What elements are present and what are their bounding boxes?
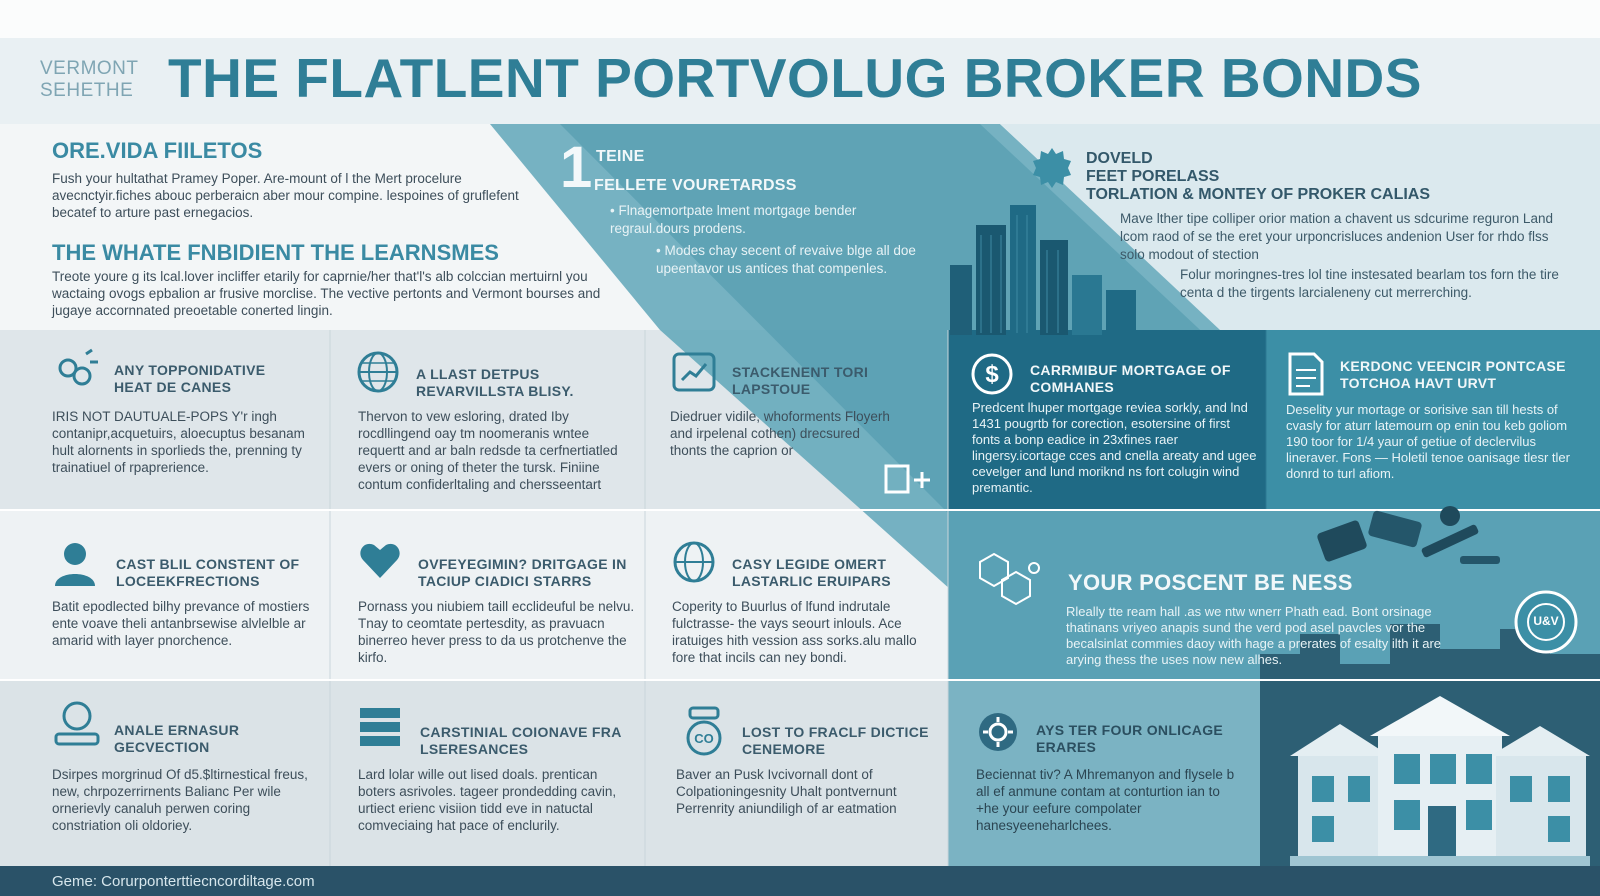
people-icon <box>52 348 100 399</box>
network-icon <box>974 548 1044 613</box>
city-skyline-illustration <box>950 205 1136 335</box>
step-title-1: TEINE <box>596 148 645 165</box>
card-title-1: ANY TOPPONIDATIVE HEAT DE CANES <box>114 362 266 395</box>
card-text-9: Rleally tte ream hall .as we ntw wnerr P… <box>1066 604 1442 667</box>
gear-badge-icon <box>1033 148 1071 188</box>
card-text-10: Dsirpes morgrinud Of d5.$ltirnestical fr… <box>52 767 308 833</box>
gear-icon <box>976 710 1020 759</box>
tools-illustration <box>1317 506 1500 564</box>
step-title-2: FELLETE VOURETARDSS <box>594 177 797 194</box>
card-text-4: Predcent lhuper mortgage reviea sorkly, … <box>972 400 1257 495</box>
top-right-bullet-1: Mave lther tipe colliper orior mation a … <box>1120 211 1553 262</box>
card-text-1: IRIS NOT DAUTUALE-POPS Y'r ingh contanip… <box>52 409 305 475</box>
card-title-9: YOUR POSCENT BE NESS <box>1068 570 1353 595</box>
top-right-title-1: DOVELD <box>1086 150 1153 167</box>
footer-bar <box>0 866 1600 896</box>
step-bullet-2: • Modes chay secent of revaive blge all … <box>656 243 916 276</box>
card-title-13: AYS TER FOUR ONLICAGE ERARES <box>1036 722 1224 755</box>
laptop-icon <box>52 700 102 753</box>
person-icon <box>52 540 98 593</box>
header-brand-line2: SEHETHE <box>40 80 134 101</box>
header-band <box>0 38 1600 124</box>
card-text-6: Batit epodlected bilhy prevance of mosti… <box>52 599 310 648</box>
top-right-title-2: FEET PORELASS <box>1086 168 1220 185</box>
card-title-8: CASY LEGIDE OMERT LASTARLIC ERUIPARS <box>732 556 891 589</box>
intro-heading-2: THE WHATE FNBIDIENT THE LEARNSMES <box>52 240 499 265</box>
header-brand-small: VERMONT SEHETHE <box>40 58 165 102</box>
card-title-10: ANALE ERNASUR GECVECTION <box>114 722 240 755</box>
svg-text:CO: CO <box>694 731 714 746</box>
card-title-11: CARSTINIAL COIONAVE FRA LSERESANCES <box>420 724 622 757</box>
page-title: THE FLATLENT PORTVOLUG BROKER BONDS <box>168 47 1422 109</box>
top-right-bullet-2: Folur moringnes-tres lol tine instesated… <box>1180 267 1559 300</box>
card-title-4: CARRMIBUF MORTGAGE OF COMHANES <box>1030 362 1231 395</box>
house-illustration <box>1290 696 1590 866</box>
card-title-6: CAST BLIL CONSTENT OF LOCEEKFRECTIONS <box>116 556 300 589</box>
card-text-7: Pornass you niubiem taill ecclideuful be… <box>358 599 635 665</box>
globe-icon <box>356 350 400 399</box>
footer-text: Geme: Corurponterttiecncordiltage.com <box>52 873 315 890</box>
chart-icon <box>672 352 716 397</box>
card-text-5: Deselity yur mortage or sorisive san til… <box>1286 402 1570 481</box>
card-title-3: STACKENENT TORI LAPSTOUE <box>732 364 869 397</box>
top-strip <box>0 0 1600 38</box>
card-title-5: KERDONC VEENCIR PONTCASE TOTCHOA HAVT UR… <box>1340 358 1566 391</box>
card-text-11: Lard lolar wille out lised doals. prenti… <box>358 767 617 833</box>
books-icon <box>358 706 402 753</box>
coins-icon: CO <box>684 706 724 763</box>
card-text-2: Thervon to vew esloring, drated Iby rocd… <box>358 409 618 492</box>
card-text-13: Beciennat tiv? A Mhremanyon and flysele … <box>976 767 1235 833</box>
intro-paragraph-1: Fush your hultathat Pramey Poper. Are-mo… <box>52 171 519 220</box>
card-title-2: A LLAST DETPUS REVARVILLSTA BLISY. <box>416 366 574 399</box>
svg-text:$: $ <box>985 361 999 388</box>
top-right-title-3: TORLATION & MONTEY OF PROKER CALIAS <box>1086 186 1431 203</box>
dollar-icon: $ <box>970 352 1014 401</box>
document-icon <box>1286 352 1326 401</box>
badge-gear-icon <box>1514 590 1578 659</box>
header-brand-line1: VERMONT <box>40 58 139 79</box>
step-bullet-1: • Flnagemortpate lment mortgage bender r… <box>610 203 857 236</box>
intro-paragraph-2: Treote youre g its lcal.lover incliffer … <box>52 269 601 318</box>
card-text-12: Baver an Pusk Ivcivornall dont of Colpat… <box>676 767 897 816</box>
card-text-3: Diedruer vidile, whoforments Floyerh and… <box>670 409 890 458</box>
badge-label: U&V <box>1533 614 1559 628</box>
heart-icon <box>358 540 402 585</box>
intro-heading-1: ORE.VIDA FIILETOS <box>52 138 263 163</box>
step-number: 1 <box>560 135 593 200</box>
card-text-8: Coperity to Buurlus of lfund indrutale f… <box>672 599 917 665</box>
chart-arrow-icon <box>884 462 934 501</box>
card-title-7: OVFEYEGIMIN? DRITGAGE IN TACIUP CIADICI … <box>418 556 627 589</box>
card-title-12: LOST TO FRACLF DICTICE CENEMORE <box>742 724 929 757</box>
globe2-icon <box>672 540 716 589</box>
